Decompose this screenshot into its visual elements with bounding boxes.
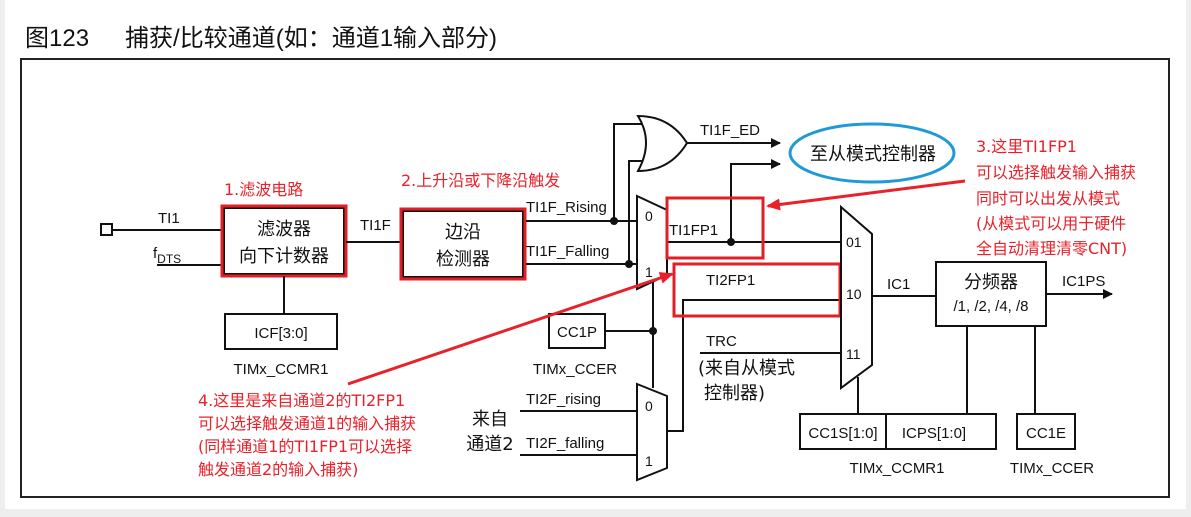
cc1p-register-box bbox=[548, 313, 606, 349]
filter-block bbox=[223, 207, 345, 275]
ic1ps-label: IC1PS bbox=[1062, 273, 1105, 290]
cc1s-label: CC1S[1:0] bbox=[808, 425, 877, 442]
icps-label: ICPS[1:0] bbox=[902, 425, 966, 442]
icf-label: ICF[3:0] bbox=[254, 325, 307, 342]
prescaler-label-2: /1, /2, /4, /8 bbox=[953, 298, 1028, 315]
filter-label-2: 向下计数器 bbox=[239, 246, 329, 267]
annotation-4-line: (同样通道1的TI1FP1可以选择 bbox=[198, 437, 412, 456]
prescaler-label-1: 分频器 bbox=[964, 272, 1018, 293]
cc1e-label: CC1E bbox=[1026, 425, 1066, 442]
annotation-4-line: 可以选择触发通道1的输入捕获 bbox=[198, 414, 416, 433]
figure-number: 图123 bbox=[25, 25, 90, 52]
diagram-frame bbox=[20, 58, 1170, 498]
fdts-label: fDTS bbox=[153, 245, 181, 266]
ti1f-ed-label: TI1F_ED bbox=[700, 122, 760, 139]
cc1s-register-box bbox=[799, 413, 887, 450]
ti1fp1-highlight bbox=[665, 196, 765, 260]
rising-to-or-wire bbox=[613, 123, 642, 221]
annotation-4-line: 4.这里是来自通道2的TI2FP1 bbox=[198, 391, 405, 410]
annotation-3-line: 可以选择触发输入捕获 bbox=[976, 163, 1136, 182]
annotation-4: 4.这里是来自通道2的TI2FP1 可以选择触发通道1的输入捕获 (同样通道1的… bbox=[198, 391, 416, 479]
trc-note-2: 控制器) bbox=[704, 383, 765, 404]
mux2-input-0: 0 bbox=[645, 398, 653, 414]
ti1f-label: TI1F bbox=[360, 217, 391, 234]
mux3-input-11: 11 bbox=[846, 346, 861, 362]
annotation-3: 3.这里TI1FP1 可以选择触发输入捕获 同时可以出发从模式 (从模式可以用于… bbox=[976, 137, 1136, 258]
cc1p-register-name: TIMx_CCER bbox=[533, 361, 617, 378]
or-gate-icon bbox=[636, 114, 689, 173]
filter-label-1: 滤波器 bbox=[257, 219, 311, 240]
mux3-input-10: 10 bbox=[846, 286, 862, 302]
cc1p-label: CC1P bbox=[557, 324, 597, 341]
from-channel2-label-2: 通道2 bbox=[466, 434, 513, 455]
mux2-input-1: 1 bbox=[645, 453, 653, 469]
ti2fp1-wire bbox=[667, 299, 841, 432]
annotation-4-line: 触发通道2的输入捕获) bbox=[198, 460, 358, 479]
annotation-3-line: 同时可以出发从模式 bbox=[976, 189, 1120, 208]
annotation-4-arrow bbox=[347, 272, 674, 386]
edge-detector-block bbox=[402, 210, 524, 278]
slave-controller-ellipse bbox=[788, 122, 956, 184]
icf-register-box bbox=[224, 313, 338, 350]
figure-title: 图123 捕获/比较通道(如：通道1输入部分) bbox=[25, 18, 497, 53]
mux1-input-0: 0 bbox=[645, 208, 653, 224]
input-select-mux bbox=[840, 204, 873, 390]
edge-detector-highlight bbox=[399, 207, 527, 281]
edge-label-2: 检测器 bbox=[436, 249, 490, 270]
ic1-label: IC1 bbox=[887, 276, 910, 293]
annotation-3-arrow bbox=[766, 179, 966, 211]
ccmr1-register-name: TIMx_CCMR1 bbox=[849, 460, 944, 477]
ti2fp1-highlight bbox=[672, 262, 842, 318]
ti1-label: TI1 bbox=[158, 210, 180, 227]
figure-caption: 捕获/比较通道(如：通道1输入部分) bbox=[125, 25, 498, 52]
mux1-input-1: 1 bbox=[645, 264, 653, 280]
ti2fp1-label: TI2FP1 bbox=[706, 272, 755, 289]
annotation-3-line: 3.这里TI1FP1 bbox=[976, 137, 1077, 156]
from-channel2-label-1: 来自 bbox=[472, 409, 508, 430]
ti1-pin-icon bbox=[100, 223, 113, 236]
edge-label-1: 边沿 bbox=[445, 222, 481, 243]
icps-register-box bbox=[885, 413, 997, 450]
annotation-3-line: 全自动清理清零CNT) bbox=[976, 239, 1127, 258]
ti1fp1-to-slave-wire bbox=[730, 159, 781, 242]
mux3-input-01: 01 bbox=[846, 234, 862, 250]
annotation-2: 2.上升沿或下降沿触发 bbox=[401, 171, 560, 190]
cc1e-register-name: TIMx_CCER bbox=[1010, 460, 1094, 477]
icf-register-name: TIMx_CCMR1 bbox=[233, 361, 328, 378]
ti2f-falling-label: TI2F_falling bbox=[526, 435, 604, 452]
channel2-polarity-mux bbox=[636, 382, 668, 482]
falling-to-or-wire bbox=[628, 160, 642, 264]
ti1f-falling-label: TI1F_Falling bbox=[526, 243, 609, 260]
trc-note-1: (来自从模式 bbox=[698, 358, 795, 379]
ti1fp1-label: TI1FP1 bbox=[669, 222, 718, 239]
ti1f-rising-label: TI1F_Rising bbox=[526, 199, 607, 216]
prescaler-block bbox=[935, 261, 1047, 327]
ti2f-rising-label: TI2F_rising bbox=[526, 391, 601, 408]
annotation-1: 1.滤波电路 bbox=[224, 180, 303, 199]
trc-label: TRC bbox=[706, 333, 737, 350]
annotation-3-line: (从模式可以用于硬件 bbox=[976, 214, 1126, 233]
slave-controller-label: 至从模式控制器 bbox=[810, 144, 936, 165]
cc1e-register-box bbox=[1016, 413, 1076, 450]
